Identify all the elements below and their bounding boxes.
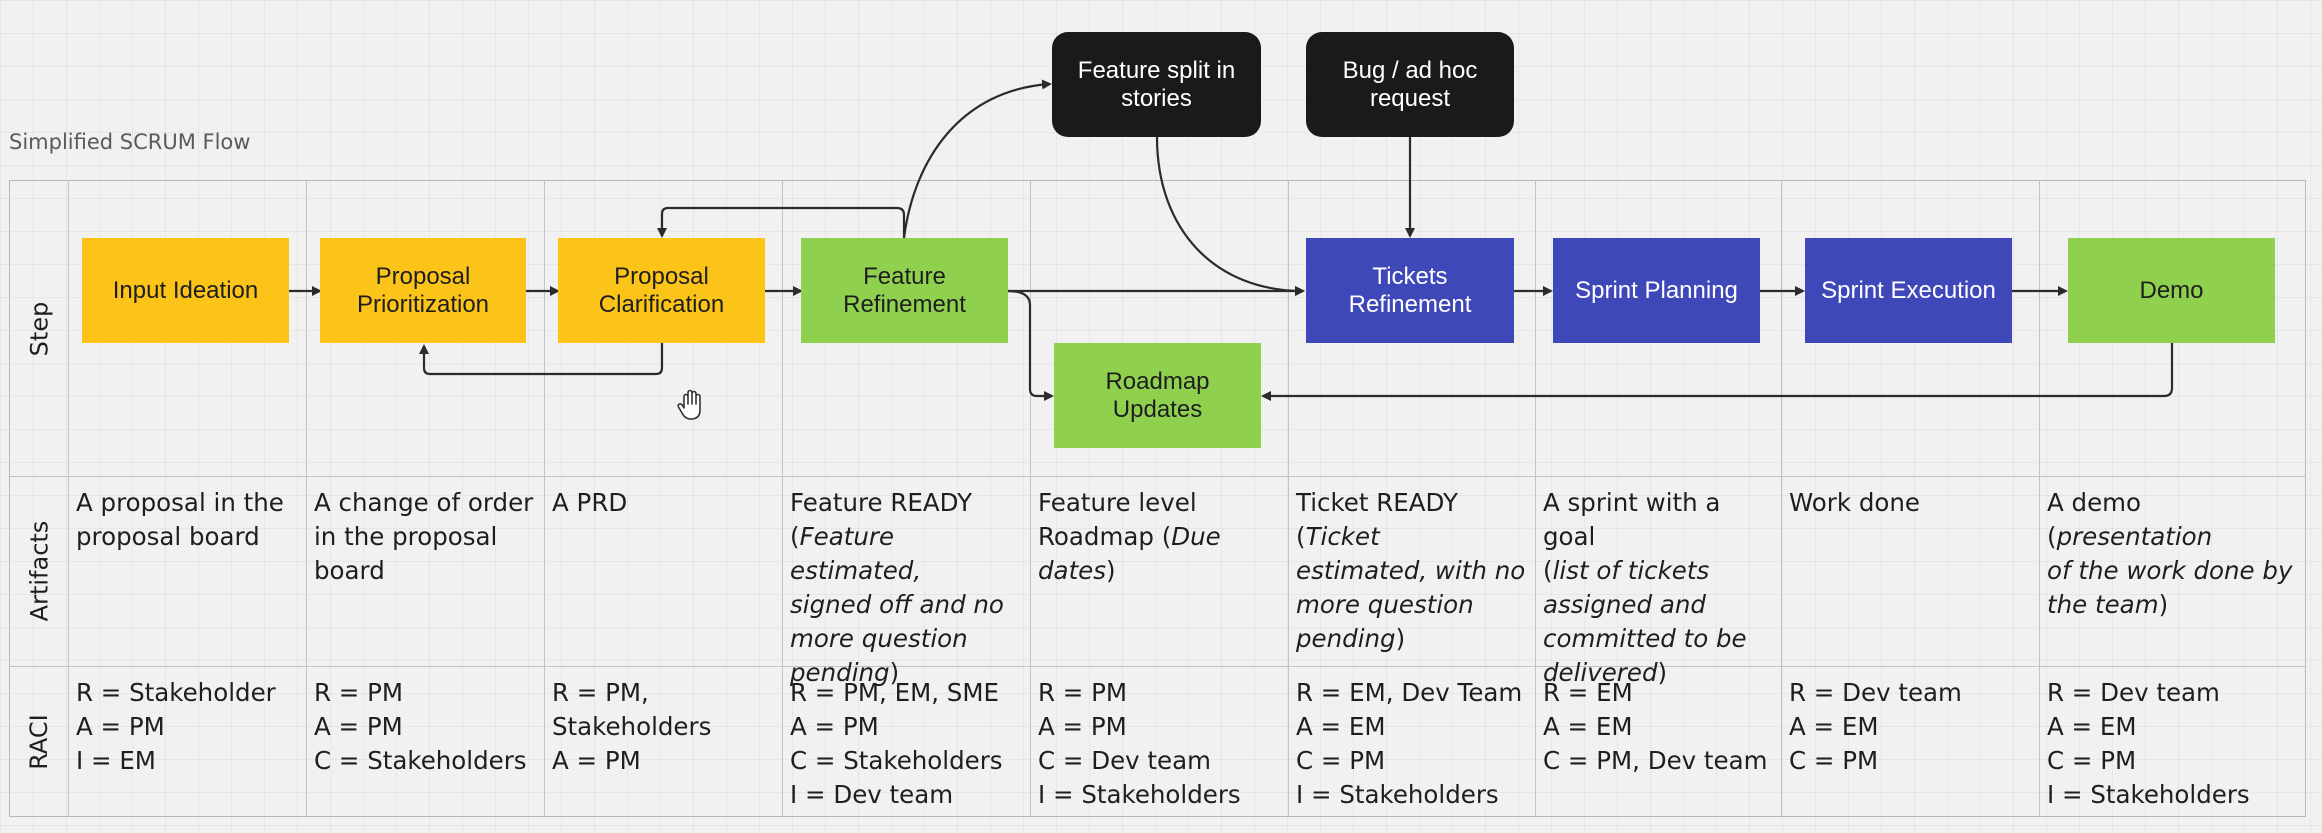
connector-refinement-to-feature-split <box>902 79 1052 239</box>
node-feature-refinement[interactable]: Feature Refinement <box>801 238 1008 343</box>
column-divider <box>1781 181 1782 816</box>
connector-demo-to-roadmap <box>1261 343 2174 401</box>
connector-feature-split-to-tickets <box>1155 136 1305 296</box>
column-divider <box>544 181 545 816</box>
raci-cell: R = Stakeholder A = PM I = EM <box>76 678 276 775</box>
raci-cell: R = PM, Stakeholders A = PM <box>552 678 712 775</box>
artifact-cell: A change of order in the proposal board <box>314 488 534 585</box>
artifact-cell: Feature level Roadmap (Due dates) <box>1038 488 1221 585</box>
connector-clarification-loop-back <box>419 343 664 376</box>
raci-cell: R = EM, Dev Team A = EM C = PM I = Stake… <box>1296 678 1523 809</box>
column-divider <box>306 181 307 816</box>
raci-cell: R = Dev team A = EM C = PM <box>1789 678 1962 775</box>
column-divider <box>1535 181 1536 816</box>
row-divider <box>10 666 2305 667</box>
raci-cell: R = PM, EM, SME A = PM C = Stakeholders … <box>790 678 1003 809</box>
column-divider <box>1288 181 1289 816</box>
raci-cell: R = EM A = EM C = PM, Dev team <box>1543 678 1768 775</box>
raci-cell: R = Dev team A = EM C = PM I = Stakehold… <box>2047 678 2250 809</box>
column-divider <box>782 181 783 816</box>
raci-cell: R = PM A = PM C = Dev team I = Stakehold… <box>1038 678 1241 809</box>
node-input-ideation[interactable]: Input Ideation <box>82 238 289 343</box>
artifact-cell: A demo (presentation of the work done by… <box>2047 488 2293 619</box>
column-divider <box>2039 181 2040 816</box>
artifact-cell: A sprint with a goal (list of tickets as… <box>1543 488 1747 687</box>
node-feature-split-in-stories[interactable]: Feature split in stories <box>1052 32 1261 137</box>
hand-cursor-icon <box>677 389 701 420</box>
node-demo[interactable]: Demo <box>2068 238 2275 343</box>
node-proposal-clarification[interactable]: Proposal Clarification <box>558 238 765 343</box>
column-divider <box>68 181 69 816</box>
artifact-cell: A PRD <box>552 488 628 517</box>
node-tickets-refinement[interactable]: Tickets Refinement <box>1306 238 1514 343</box>
connector-refinement-to-roadmap <box>1007 289 1054 401</box>
column-divider <box>1030 181 1031 816</box>
node-bug-ad-hoc-request[interactable]: Bug / ad hoc request <box>1306 32 1514 137</box>
node-roadmap-updates[interactable]: Roadmap Updates <box>1054 343 1261 448</box>
connector-refinement-back-to-clarification <box>657 206 906 238</box>
node-sprint-execution[interactable]: Sprint Execution <box>1805 238 2012 343</box>
artifact-cell: Work done <box>1789 488 1920 517</box>
frame-title[interactable]: Simplified SCRUM Flow <box>9 130 251 154</box>
artifact-cell: Ticket READY (Ticket estimated, with no … <box>1296 488 1526 653</box>
scrum-flow-table: Step Artifacts RACI A proposal in the pr… <box>9 180 2306 817</box>
artifact-cell: A proposal in the proposal board <box>76 488 284 551</box>
node-sprint-planning[interactable]: Sprint Planning <box>1553 238 1760 343</box>
node-proposal-prioritization[interactable]: Proposal Prioritization <box>320 238 526 343</box>
artifact-cell: Feature READY(Feature estimated, signed … <box>790 488 1004 687</box>
row-divider <box>10 476 2305 477</box>
raci-cell: R = PM A = PM C = Stakeholders <box>314 678 527 775</box>
